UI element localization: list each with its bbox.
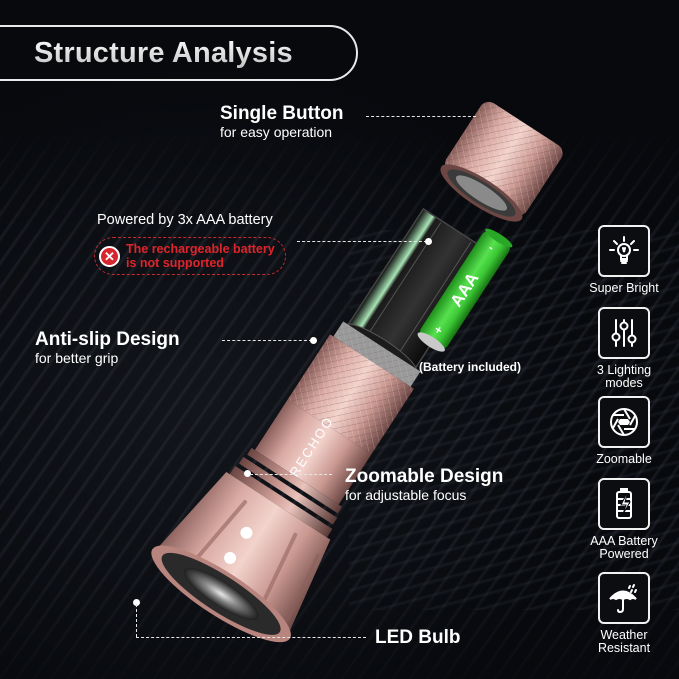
sliders-icon	[598, 307, 650, 359]
callout-title: LED Bulb	[375, 627, 461, 648]
feature-weather-resistant: Weather Resistant	[576, 572, 672, 655]
feature-aaa-battery: AAA Battery Powered	[576, 478, 672, 561]
callout-subtitle: for adjustable focus	[345, 487, 467, 503]
feature-label-line-2: Resistant	[597, 641, 651, 655]
warning-text: The rechargeable battery is not supporte…	[126, 242, 275, 270]
leader-dot	[310, 337, 317, 344]
battery-info-text: Powered by 3x AAA battery	[97, 212, 273, 228]
battery-included-caption: (Battery included)	[419, 360, 522, 374]
leader-dot	[425, 238, 432, 245]
page-title: Structure Analysis	[34, 36, 293, 69]
callout-title: Anti-slip Design	[35, 329, 180, 350]
umbrella-rain-icon	[598, 572, 650, 624]
callout-single-button: Single Button for easy operation	[220, 103, 343, 141]
callout-zoomable: Zoomable Design for adjustable focus	[345, 466, 503, 504]
feature-label: 3 Lighting modes	[576, 364, 672, 390]
callout-subtitle: for better grip	[35, 350, 119, 366]
feature-zoomable: Zoomable	[576, 396, 672, 466]
feature-label: Weather Resistant	[576, 629, 672, 655]
leader-line	[136, 604, 137, 637]
battery-charge-icon	[598, 478, 650, 530]
callout-led: LED Bulb	[375, 627, 461, 648]
feature-label: AAA Battery Powered	[576, 535, 672, 561]
feature-label-line-1: 3 Lighting	[596, 363, 652, 377]
title-pill: Structure Analysis	[0, 25, 358, 81]
leader-dot	[133, 599, 140, 606]
feature-label-line-1: AAA Battery	[590, 534, 658, 548]
callout-anti-slip: Anti-slip Design for better grip	[35, 329, 180, 367]
leader-line	[297, 241, 427, 242]
leader-dot	[244, 470, 251, 477]
feature-super-bright: Super Bright	[576, 225, 672, 295]
light-bulb-icon	[598, 225, 650, 277]
feature-label-line-1: Weather	[600, 628, 648, 642]
feature-lighting-modes: 3 Lighting modes	[576, 307, 672, 390]
callout-subtitle: for easy operation	[220, 124, 333, 140]
leader-line	[366, 116, 476, 117]
feature-label-line-2: Powered	[599, 547, 649, 561]
leader-line	[136, 637, 366, 638]
callout-title: Zoomable Design	[345, 466, 504, 487]
feature-label: Zoomable	[596, 452, 652, 466]
leader-line	[222, 340, 312, 341]
aperture-icon	[598, 396, 650, 448]
warning-line-1: The rechargeable battery	[126, 242, 275, 256]
warning-badge: ✕ The rechargeable battery is not suppor…	[94, 237, 286, 275]
x-circle-icon: ✕	[99, 245, 120, 267]
callout-title: Single Button	[220, 103, 344, 124]
leader-line	[250, 474, 332, 475]
warning-line-2: is not supported	[126, 256, 224, 270]
feature-label-line-2: modes	[605, 376, 643, 390]
feature-label: Super Bright	[589, 281, 659, 295]
